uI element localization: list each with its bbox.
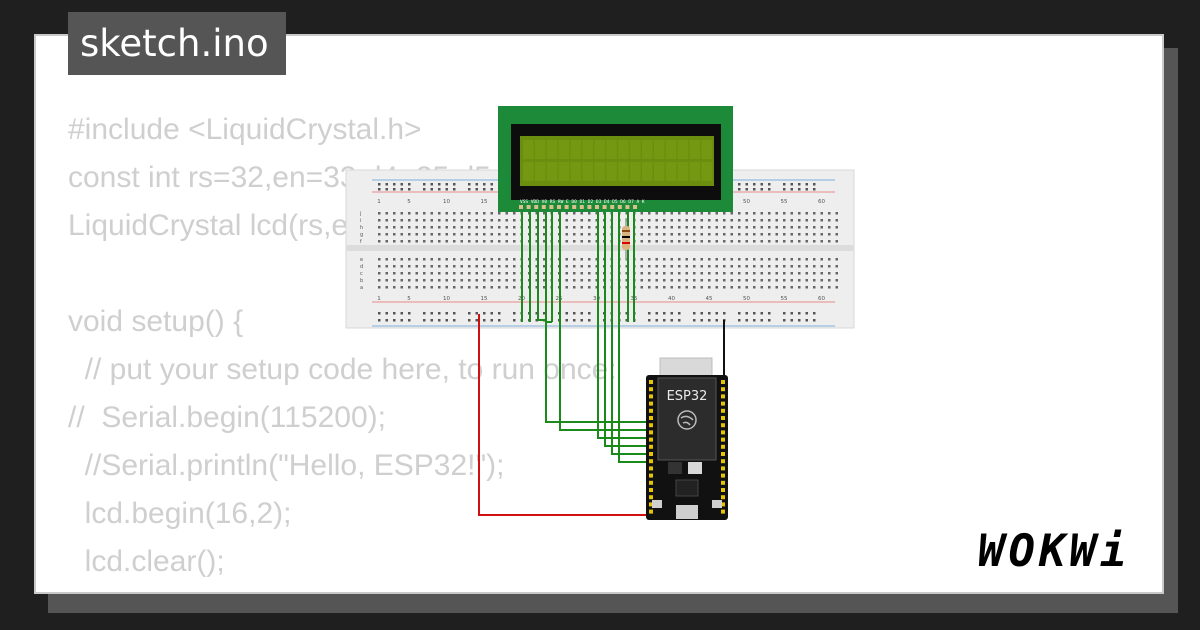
- column-number-bottom: 50: [743, 296, 750, 302]
- wires: [478, 212, 725, 516]
- column-number-top: 10: [443, 199, 450, 205]
- row-letter: a: [360, 285, 363, 291]
- column-number-top: 5: [407, 199, 411, 205]
- row-letter: d: [360, 264, 363, 270]
- espressif-logo-icon: [677, 410, 697, 430]
- code-line: lcd.clear();: [84, 545, 225, 578]
- wokwi-logo: WOKWi: [978, 526, 1131, 577]
- column-number-top: 60: [818, 199, 825, 205]
- column-number-bottom: 15: [481, 296, 488, 302]
- row-letter: j: [359, 211, 361, 217]
- row-letter: f: [360, 239, 362, 245]
- column-number-bottom: 45: [706, 296, 713, 302]
- column-number-bottom: 5: [407, 296, 411, 302]
- row-letter: e: [360, 257, 363, 263]
- code-line: #include <LiquidCrystal.h>: [68, 113, 422, 146]
- file-title: sketch.ino: [68, 12, 286, 75]
- column-number-top: 50: [743, 199, 750, 205]
- esp32-label: ESP32: [667, 389, 708, 404]
- code-line: void setup() {: [68, 305, 244, 338]
- column-number-top: 55: [781, 199, 788, 205]
- column-number-bottom: 55: [781, 296, 788, 302]
- column-number-bottom: 40: [668, 296, 675, 302]
- lcd-1602: VSS VDD V0 RS RW E D0 D1 D2 D3 D4 D5 D6 …: [498, 106, 733, 212]
- row-letter: c: [360, 271, 363, 277]
- column-number-bottom: 10: [443, 296, 450, 302]
- lcd-character-cells: [523, 140, 712, 181]
- power-wire: [478, 314, 648, 516]
- column-number-bottom: 1: [377, 296, 381, 302]
- code-line: lcd.begin(16,2);: [84, 497, 292, 530]
- row-letter: b: [360, 278, 363, 284]
- column-number-bottom: 60: [818, 296, 825, 302]
- row-letter: g: [360, 232, 363, 238]
- esp32-devkit: ESP32: [646, 357, 728, 520]
- esp32-pin-headers: [649, 380, 725, 514]
- code-line: // Serial.begin(115200);: [68, 401, 386, 434]
- column-number-bottom: 30: [593, 296, 600, 302]
- signal-wires: [521, 212, 648, 463]
- row-letter: h: [360, 225, 363, 231]
- column-number-top: 1: [377, 199, 381, 205]
- column-number-top: 15: [481, 199, 488, 205]
- code-line: //Serial.println("Hello, ESP32!");: [84, 449, 505, 482]
- lcd-pin-labels: VSS VDD V0 RS RW E D0 D1 D2 D3 D4 D5 D6 …: [520, 199, 645, 205]
- resistor: [622, 218, 630, 260]
- lcd-pin-headers: [519, 205, 637, 209]
- row-letter: i: [360, 218, 361, 224]
